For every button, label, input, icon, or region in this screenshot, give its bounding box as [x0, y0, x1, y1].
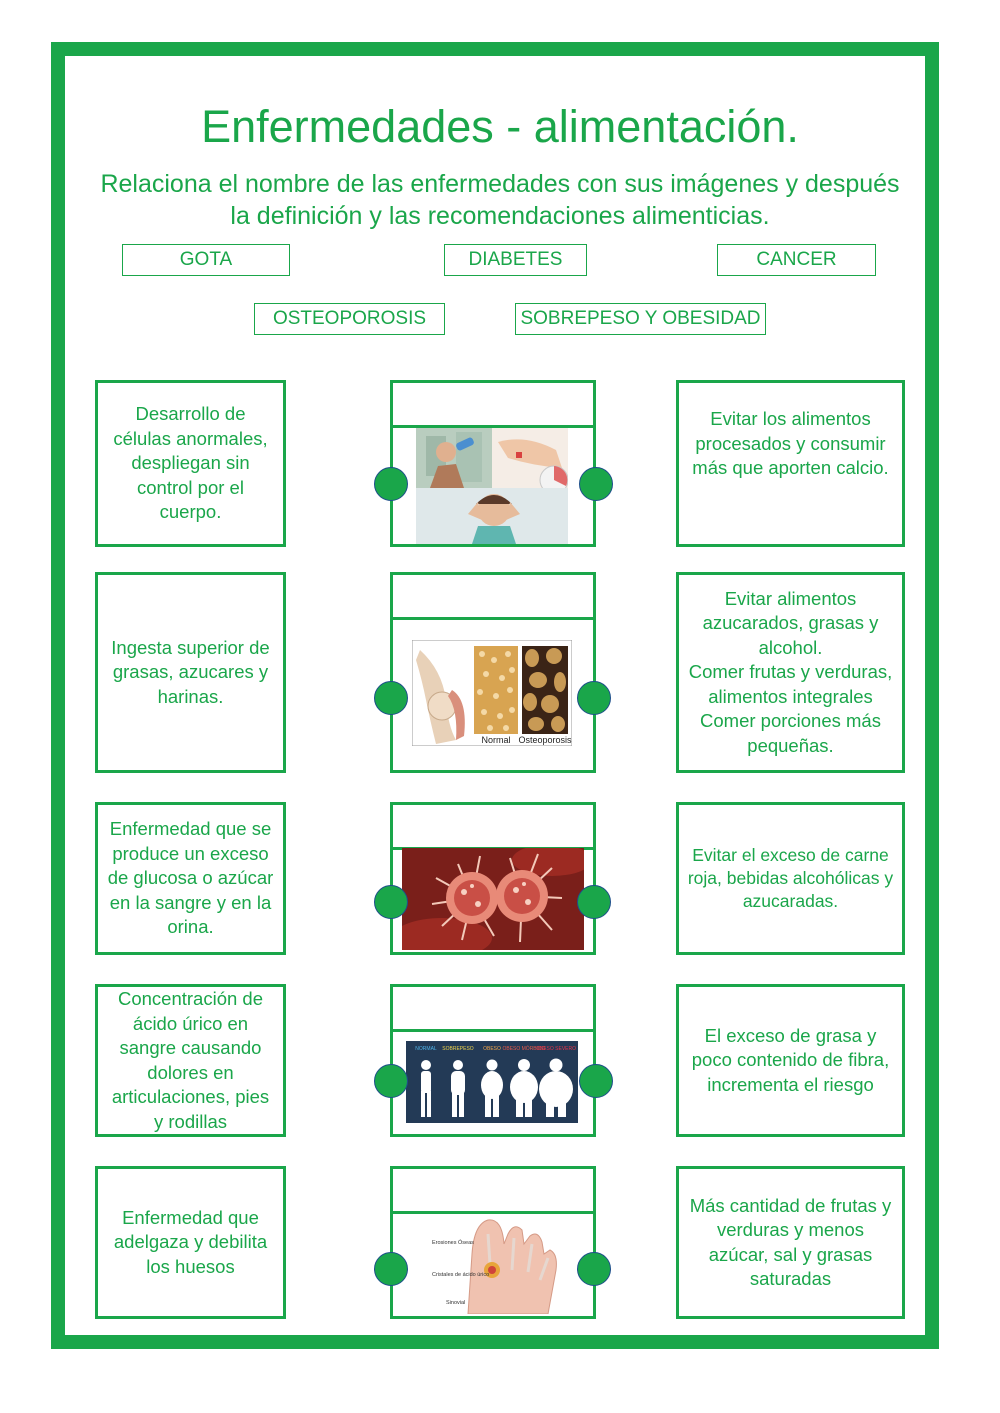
- label-drop-slot[interactable]: [393, 987, 593, 1032]
- obesity-silhouettes-image: NORMAL SOBREPESO OBESO OBESO MÓRBIDO OBE…: [406, 1041, 578, 1123]
- cancer-cells-image: [402, 848, 584, 950]
- label-diabetes[interactable]: DIABETES: [444, 244, 587, 276]
- label-drop-slot[interactable]: [393, 575, 593, 620]
- osteoporosis-bone-image: Normal Osteoporosis: [412, 640, 572, 746]
- connector-dot-left[interactable]: [374, 467, 408, 501]
- definition-text: Concentración de ácido úrico en sangre c…: [111, 988, 270, 1132]
- osteoporosis-caption: Osteoporosis: [518, 735, 572, 745]
- definition-card[interactable]: Desarrollo de células anormales, desplie…: [95, 380, 286, 547]
- connector-dot-right[interactable]: [577, 681, 611, 715]
- recommendation-text: El exceso de grasa y poco contenido de f…: [691, 1024, 890, 1095]
- definition-text: Desarrollo de células anormales, desplie…: [113, 403, 268, 523]
- diabetes-symptoms-image: [416, 428, 568, 544]
- definition-text: Enfermedad que se produce un exceso de g…: [107, 818, 274, 938]
- instructions: Relaciona el nombre de las enfermedades …: [100, 170, 900, 230]
- connector-dot-right[interactable]: [579, 1064, 613, 1098]
- definition-card[interactable]: Ingesta superior de grasas, azucares y h…: [95, 572, 286, 773]
- label-drop-slot[interactable]: [393, 383, 593, 428]
- label-gota[interactable]: GOTA: [122, 244, 290, 276]
- recommendation-card[interactable]: Más cantidad de frutas y verduras y meno…: [676, 1166, 905, 1319]
- definition-text: Enfermedad que adelgaza y debilita los h…: [113, 1206, 268, 1277]
- definition-card[interactable]: Concentración de ácido úrico en sangre c…: [95, 984, 286, 1137]
- gout-foot-image: Erosiones Óseas Cristales de ácido úrico…: [428, 1214, 562, 1314]
- label-cancer[interactable]: CANCER: [717, 244, 876, 276]
- definition-card[interactable]: Enfermedad que se produce un exceso de g…: [95, 802, 286, 955]
- category-obeso-severo: OBESO SEVERO: [536, 1046, 576, 1052]
- label-drop-slot[interactable]: [393, 805, 593, 850]
- definition-card[interactable]: Enfermedad que adelgaza y debilita los h…: [95, 1166, 286, 1319]
- connector-dot-left[interactable]: [374, 1064, 408, 1098]
- gout-label-sinovial: Sinovial: [446, 1300, 465, 1306]
- category-sobrepeso: SOBREPESO: [442, 1046, 474, 1052]
- page-title: Enfermedades - alimentación.: [201, 101, 799, 152]
- recommendation-text: Evitar el exceso de carne roja, bebidas …: [687, 845, 894, 911]
- connector-dot-left[interactable]: [374, 681, 408, 715]
- category-normal: NORMAL: [415, 1046, 437, 1052]
- connector-dot-right[interactable]: [577, 1252, 611, 1286]
- recommendation-text: Evitar los alimentos procesados y consum…: [692, 408, 889, 478]
- recommendation-text: Más cantidad de frutas y verduras y meno…: [689, 1194, 892, 1290]
- gout-label-cristales: Cristales de ácido úrico: [432, 1272, 489, 1278]
- connector-dot-left[interactable]: [374, 885, 408, 919]
- definition-text: Ingesta superior de grasas, azucares y h…: [111, 636, 270, 707]
- recommendation-card[interactable]: El exceso de grasa y poco contenido de f…: [676, 984, 905, 1137]
- recommendation-card[interactable]: Evitar el exceso de carne roja, bebidas …: [676, 802, 905, 955]
- gout-label-erosiones: Erosiones Óseas: [432, 1239, 474, 1246]
- category-obeso: OBESO: [483, 1046, 501, 1052]
- label-sobrepeso-obesidad[interactable]: SOBREPESO Y OBESIDAD: [515, 303, 766, 335]
- normal-caption: Normal: [481, 735, 510, 745]
- label-drop-slot[interactable]: [393, 1169, 593, 1214]
- connector-dot-left[interactable]: [374, 1252, 408, 1286]
- category-obeso-morbido: OBESO MÓRBIDO: [502, 1045, 545, 1052]
- recommendation-card[interactable]: Evitar los alimentos procesados y consum…: [676, 380, 905, 547]
- recommendation-text: Evitar alimentos azucarados, grasas y al…: [688, 587, 893, 756]
- recommendation-card[interactable]: Evitar alimentos azucarados, grasas y al…: [676, 572, 905, 773]
- label-osteoporosis[interactable]: OSTEOPOROSIS: [254, 303, 445, 335]
- connector-dot-right[interactable]: [579, 467, 613, 501]
- connector-dot-right[interactable]: [577, 885, 611, 919]
